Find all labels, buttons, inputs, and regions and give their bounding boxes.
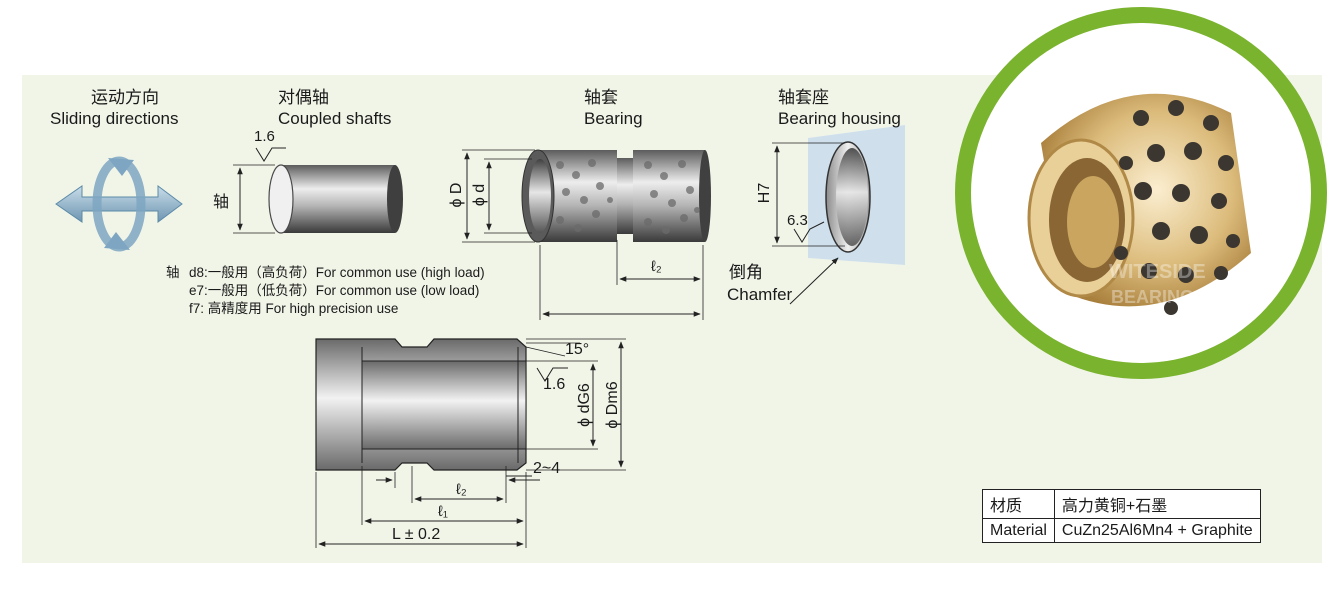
bearing-dim-d: ϕ d [471, 183, 488, 207]
bearing-dim-l2: ℓ₂ [651, 258, 662, 275]
dim-l2: ℓ₂ [456, 481, 467, 498]
material-table: 材质 高力黄铜+石墨 Material CuZn25Al6Mn4 + Graph… [982, 489, 1261, 543]
housing-title-zh: 轴套座 [778, 88, 829, 107]
bearing-dim-D: ϕ D [448, 182, 465, 208]
shaft-roughness: 1.6 [254, 128, 275, 145]
table-row: 材质 高力黄铜+石墨 [982, 489, 1261, 519]
bearing-housing-drawing [772, 125, 905, 305]
bearing-title-zh: 轴套 [584, 88, 618, 107]
photo-watermark-1: WITESIDE [1109, 261, 1206, 283]
housing-tolerance: H7 [756, 182, 773, 204]
product-photo: WITESIDE BEARING [971, 23, 1311, 363]
tolerance-line-e7: e7:一般用（低负荷）For common use (low load) [189, 283, 480, 298]
section-drawing [315, 338, 626, 548]
table-row: Material CuZn25Al6Mn4 + Graphite [982, 518, 1261, 543]
dim-L: L ± 0.2 [392, 526, 441, 543]
shaft-label: 轴 [213, 194, 230, 211]
tolerance-line-f7: f7: 高精度用 For high precision use [189, 301, 399, 316]
bearing-title-en: Bearing [584, 109, 643, 128]
material-label-en: Material [982, 518, 1055, 543]
dim-l1: ℓ₁ [438, 503, 448, 520]
bronze-bushing-image: WITESIDE BEARING [1027, 93, 1251, 315]
sliding-title-en: Sliding directions [50, 109, 179, 128]
housing-roughness: 6.3 [787, 212, 808, 229]
bearing-drawing [462, 149, 711, 320]
photo-watermark-2: BEARING [1111, 287, 1194, 307]
sliding-title-zh: 运动方向 [91, 88, 159, 107]
dim-chamfer-range: 2~4 [533, 460, 561, 477]
shafts-title-zh: 对偶轴 [278, 88, 329, 107]
dim-dG6: ϕ dG6 [576, 383, 593, 427]
chamfer-label-en: Chamfer [727, 285, 793, 304]
sliding-directions-icon [55, 156, 183, 252]
material-label-zh: 材质 [982, 489, 1055, 519]
material-value-zh: 高力黄铜+石墨 [1053, 489, 1261, 519]
coupled-shaft-drawing [233, 147, 403, 234]
angle-label: 15° [565, 341, 590, 358]
material-value-en: CuZn25Al6Mn4 + Graphite [1053, 518, 1261, 543]
tolerance-axis-label: 轴 [166, 265, 180, 280]
graphite-plugs [556, 159, 700, 234]
chamfer-label-zh: 倒角 [729, 263, 763, 282]
shafts-title-en: Coupled shafts [278, 109, 392, 128]
housing-title-en: Bearing housing [778, 109, 901, 128]
tolerance-line-d8: d8:一般用（高负荷）For common use (high load) [189, 265, 485, 280]
section-roughness: 1.6 [543, 376, 566, 393]
dim-Dm6: ϕ Dm6 [604, 381, 621, 429]
